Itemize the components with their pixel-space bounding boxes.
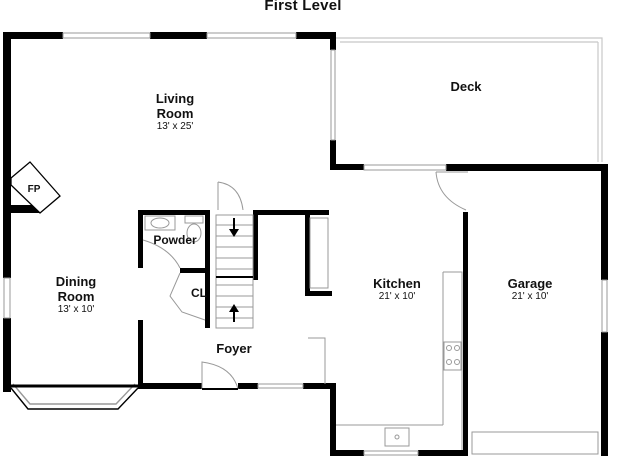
windows	[3, 32, 608, 456]
plan-title: First Level	[264, 0, 342, 14]
fireplace-label: FP	[22, 180, 46, 197]
closet-door	[169, 272, 206, 321]
garage-door	[471, 431, 599, 455]
living-room-name-line2: Room	[156, 106, 194, 121]
kitchen-counters	[308, 217, 463, 450]
foyer-name: Foyer	[216, 341, 252, 356]
powder-room-label: Powder	[145, 232, 205, 248]
dining-room-name-line1: Dining	[55, 274, 97, 289]
kitchen-dimensions: 21' x 10'	[378, 291, 416, 302]
walls	[3, 32, 608, 456]
fireplace-name: FP	[27, 184, 41, 195]
kitchen-label: Kitchen 21' x 10'	[362, 276, 432, 302]
closet-name: CL	[191, 286, 207, 300]
dining-room-label: Dining Room 13' x 10'	[40, 274, 112, 315]
living-room-name-line1: Living	[155, 91, 195, 106]
deck-label: Deck	[436, 79, 496, 94]
stairs	[215, 214, 254, 329]
bay-window	[10, 383, 139, 410]
down-arrow-icon	[229, 218, 239, 237]
foyer-label: Foyer	[204, 341, 264, 356]
garage-label: Garage 21' x 10'	[495, 276, 565, 302]
powder-fixtures	[142, 215, 204, 269]
doors	[201, 171, 468, 390]
deck-name: Deck	[450, 79, 482, 94]
deck-outline	[336, 37, 603, 162]
up-arrow-icon	[229, 304, 239, 322]
garage-name: Garage	[507, 276, 553, 291]
garage-dimensions: 21' x 10'	[511, 291, 549, 302]
kitchen-name: Kitchen	[373, 276, 421, 291]
living-room-label: Living Room 13' x 25'	[145, 91, 205, 132]
dining-room-name-line2: Room	[57, 289, 95, 304]
powder-room-name: Powder	[153, 233, 197, 247]
closet-label: CL	[184, 285, 214, 301]
living-room-dimensions: 13' x 25'	[156, 121, 194, 132]
dining-room-dimensions: 13' x 10'	[57, 304, 95, 315]
fireplace	[10, 161, 61, 214]
